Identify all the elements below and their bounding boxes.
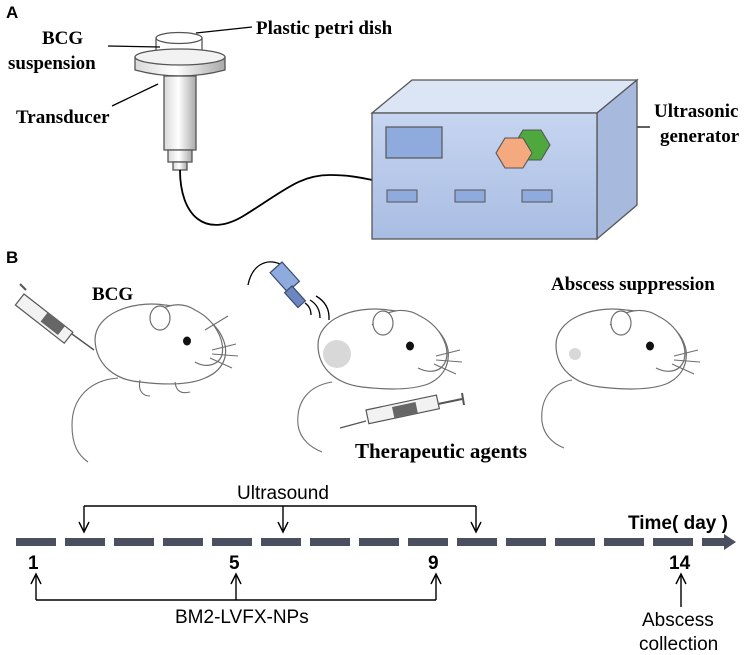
timeline-segment: [359, 538, 399, 546]
timeline-segment: [506, 538, 546, 546]
nps-label: BM2-LVFX-NPs: [175, 607, 309, 628]
day-label-14: 14: [669, 553, 691, 574]
transducer-label: Transducer: [16, 107, 110, 128]
dish-pointer: [195, 26, 253, 34]
ultrasound-bracket: [78, 505, 482, 534]
timeline-segment: [653, 538, 693, 546]
bcg-pointer: [107, 45, 161, 48]
abscess-collection-label-2: collection: [639, 634, 718, 655]
timeline-segment: [114, 538, 154, 546]
timeline-segment: [212, 538, 252, 546]
ultrasound-label: Ultrasound: [237, 483, 329, 504]
mouse-2: [297, 308, 463, 453]
timeline-segment: [408, 538, 448, 546]
syringe-bcg: [14, 283, 95, 351]
transducer-device: [134, 31, 373, 226]
collection-arrow: [675, 572, 687, 607]
day-label-5: 5: [229, 553, 240, 574]
bcg-suspension-label-1: BCG: [42, 28, 83, 49]
timeline: [16, 534, 736, 550]
mouse-1: [71, 303, 239, 463]
timeline-segment: [261, 538, 301, 546]
timeline-segment: [604, 538, 644, 546]
ultrasonic-generator-label-2: generator: [660, 126, 740, 147]
ultrasound-probe: [247, 261, 330, 321]
timeline-segment: [16, 538, 56, 546]
timeline-segment: [555, 538, 595, 546]
petri-dish-label: Plastic petri dish: [256, 18, 393, 39]
timeline-segment: [163, 538, 203, 546]
bcg-injection-label: BCG: [92, 284, 133, 305]
generator-display: [385, 126, 443, 159]
generator-slot-1: [386, 189, 418, 203]
bcg-suspension-label-2: suspension: [8, 53, 96, 74]
orange-hexagon: [495, 137, 533, 169]
day-label-9: 9: [428, 553, 439, 574]
abscess-suppression-label: Abscess suppression: [551, 274, 715, 295]
ultrasonic-generator: [370, 78, 639, 241]
transducer-pointer: [111, 83, 159, 107]
generator-slot-2: [454, 189, 486, 203]
time-axis-label: Time( day ): [628, 513, 728, 534]
timeline-arrowhead: [702, 534, 736, 550]
panel-letter-b: B: [6, 248, 18, 267]
abscess-collection-label-1: Abscess: [642, 610, 714, 631]
timeline-segment: [310, 538, 350, 546]
day-label-1: 1: [28, 553, 39, 574]
mouse-3: [541, 308, 701, 449]
abscess-large: [323, 340, 351, 368]
therapeutic-agents-label: Therapeutic agents: [355, 439, 527, 463]
generator-slot-3: [521, 189, 553, 203]
abscess-small: [569, 348, 581, 360]
nps-bracket: [30, 572, 442, 601]
timeline-segment: [65, 538, 105, 546]
ultrasonic-generator-label-1: Ultrasonic: [654, 101, 738, 122]
panel-letter-a: A: [6, 3, 18, 22]
timeline-segment: [457, 538, 497, 546]
syringe-therapeutic: [339, 392, 465, 429]
